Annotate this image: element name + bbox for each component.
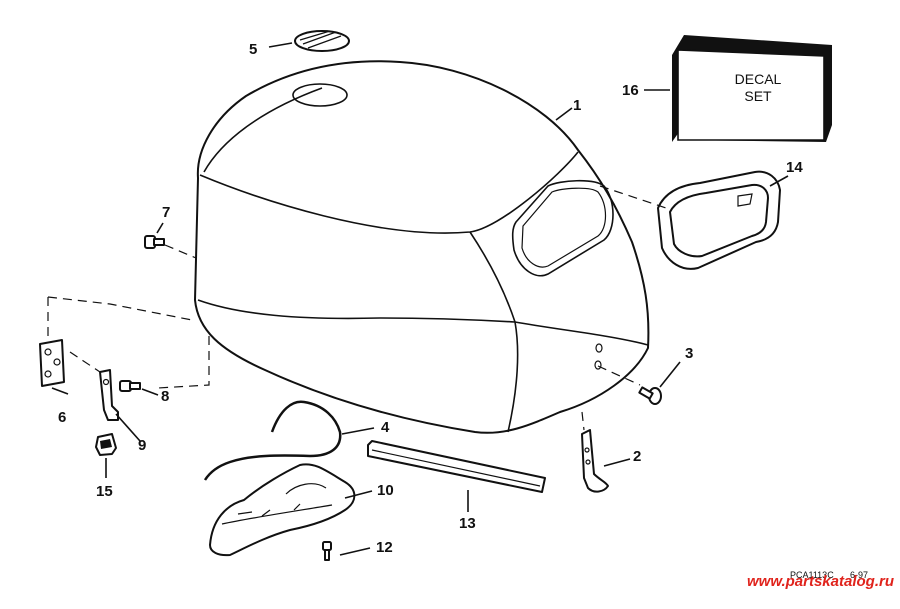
callout-5: 5 — [249, 41, 257, 58]
callout-8: 8 — [161, 388, 169, 405]
screw-8-part — [119, 380, 141, 392]
callout-3: 3 — [685, 345, 693, 362]
callout-6: 6 — [58, 409, 66, 426]
callout-9: 9 — [138, 437, 146, 454]
decal-set-part: DECAL SET — [672, 35, 832, 142]
seal-strip-13-part — [367, 440, 546, 493]
callout-15: 15 — [96, 483, 113, 500]
callout-1: 1 — [573, 97, 581, 114]
latch-hook-2-part — [581, 429, 609, 493]
hook-9-part — [99, 369, 119, 421]
callout-16: 16 — [622, 82, 639, 99]
drawing-code: PCA1113C — [790, 570, 834, 580]
callout-12: 12 — [376, 539, 393, 556]
latch-plate-part — [39, 339, 65, 387]
callout-10: 10 — [377, 482, 394, 499]
exhaust-cover-part — [209, 463, 356, 557]
seal-4-part — [203, 400, 342, 481]
clip-15-part — [95, 433, 117, 456]
leader-lines — [47, 42, 789, 556]
cap-part — [294, 30, 350, 52]
callout-14: 14 — [786, 159, 803, 176]
watermark-text: www.partskatalog.ru — [747, 573, 894, 590]
callout-4: 4 — [381, 419, 390, 436]
engine-cover-part — [194, 60, 650, 434]
decal-label-line1: DECAL — [735, 71, 782, 87]
date-code: 6-97 — [850, 570, 868, 580]
callout-13: 13 — [459, 515, 476, 532]
screw-7-part — [144, 235, 165, 249]
screw-12-part — [322, 541, 332, 561]
decal-label-line2: SET — [744, 88, 772, 104]
callout-2: 2 — [633, 448, 641, 465]
bolt-3-part — [638, 386, 662, 405]
window-frame-part — [657, 170, 781, 270]
callout-7: 7 — [162, 204, 170, 221]
